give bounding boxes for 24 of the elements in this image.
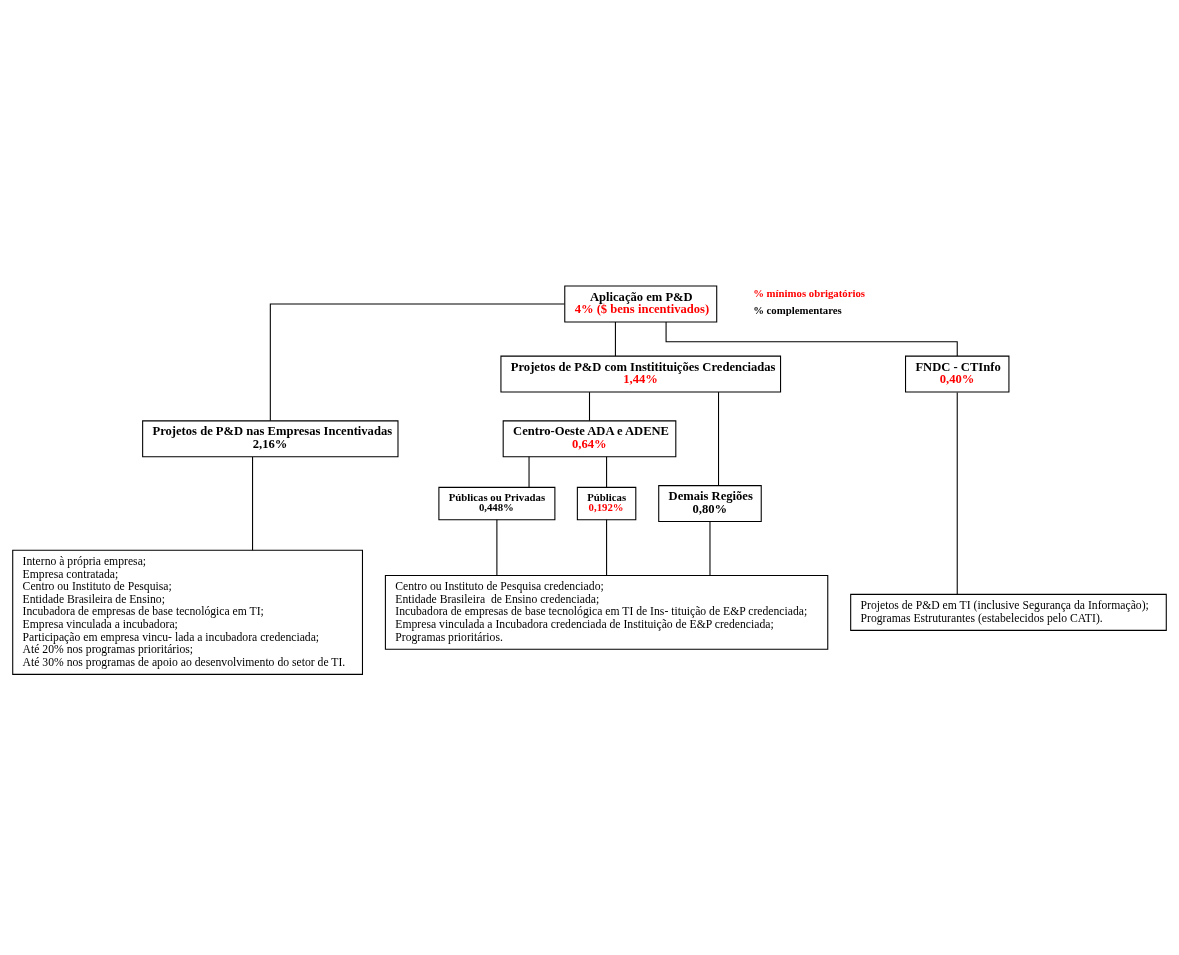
connector: [606, 456, 608, 488]
connector: [269, 303, 565, 422]
node-box: Demais Regiões 0,80%: [658, 485, 762, 523]
node-box: Projetos de P&D com Institituições Credenciadas 1,44%: [500, 355, 782, 393]
connector: [614, 321, 616, 357]
node-box: Públicas ou Privadas 0,448%: [438, 486, 556, 521]
node-box: Interno à própria empresa; Empresa contratada; Centro ou Instituto de Pesquisa; Entidade Brasileira de Ensino; Incubadora de empresas de base tecnológica em TI; Empresa vinculada a incubadora; Participação em empresa vincu- lada a incubadora credenciada; Até 20% nos programas prioritários; Até 30% nos programas de apoio ao desenvolvimento do setor de TI.: [12, 549, 364, 675]
connector: [709, 521, 711, 576]
connector: [588, 391, 591, 422]
connector: [252, 456, 254, 551]
node-box: Públicas 0,192%: [576, 486, 637, 521]
node-box: Centro-Oeste ADA e ADENE 0,64%: [502, 420, 677, 458]
connector: [718, 391, 720, 486]
node-box: Centro ou Instituto de Pesquisa credenciado; Entidade Brasileira de Ensino credenciada; Incubadora de empresas de base tecnológica em TI de Ins- tituição de E&P credenciada; Empresa vinculada a Incubadora credenciada de Instituição de E&P credenciada; Programas prioritários.: [384, 574, 829, 650]
connector: [528, 456, 530, 488]
connector: [606, 519, 608, 576]
connector: [956, 391, 958, 595]
node-box: Projetos de P&D em TI (inclusive Segurança da Informação); Programas Estruturantes (estabelecidos pelo CATI).: [850, 593, 1167, 631]
label: % mínimos obrigatórios: [753, 287, 865, 300]
node-box: Aplicação em P&D 4% ($ bens incentivados): [564, 285, 718, 323]
node-box: Projetos de P&D nas Empresas Incentivadas 2,16%: [142, 420, 399, 458]
node-box: FNDC - CTInfo 0,40%: [905, 355, 1010, 393]
connector: [496, 519, 498, 576]
label: % complementares: [753, 304, 842, 317]
